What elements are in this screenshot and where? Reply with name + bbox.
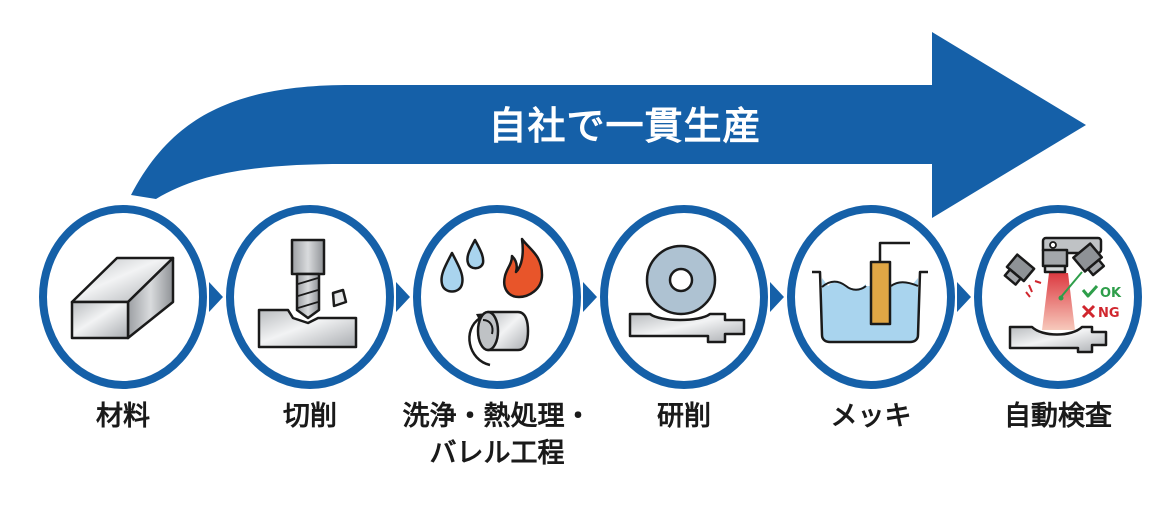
step-label-line1: メッキ [830,401,912,432]
process-flow-arrow [131,32,1086,218]
step-label-material: 材料 [23,398,223,435]
grinding-wheel-icon [628,244,746,344]
barrel-icon [476,310,530,352]
step-label-line1: 研削 [657,401,711,432]
flame-icon [503,237,544,299]
banner-title: 自社で一貫生産 [488,104,762,148]
step-label-grinding: 研削 [584,398,784,435]
step-label-line1: 自動検査 [1004,401,1112,432]
ng-label: NG [1098,306,1120,321]
step-label-inspection: 自動検査 [958,398,1158,435]
wash-heat-barrel-icon [440,237,544,367]
connector-arrow-icon [209,282,223,312]
connector-arrow-icon [957,282,971,312]
sensor-camera-icon [1003,253,1036,286]
step-label-line2: バレル工程 [429,438,565,469]
step-label-plating: メッキ [771,398,971,435]
step-circle-wash-heat-barrel [413,205,581,389]
camera-icon [1072,242,1106,277]
step-label-wash-heat-barrel: 洗浄・熱処理・ バレル工程 [397,398,597,472]
step-label-line1: 洗浄・熱処理・ [402,401,592,432]
step-circle-grinding [600,205,768,389]
step-circle-plating [787,205,955,389]
laser-beam [1042,273,1075,330]
connector-arrow-icon [396,282,410,312]
cross-icon [1081,304,1096,319]
step-label-line1: 切削 [283,401,337,432]
step-circle-material [39,205,207,389]
connector-arrow-icon [583,282,597,312]
step-circles [39,205,1142,389]
connector-arrows [209,282,971,312]
step-circle-cutting [226,205,394,389]
ok-label: OK [1100,286,1122,301]
step-circle-inspection [974,205,1142,389]
connector-arrow-icon [770,282,784,312]
end-mill-cutting-icon [257,238,358,349]
automatic-inspection-icon [1003,236,1108,354]
metal-block-icon [70,256,175,340]
rotate-arrow-icon [468,316,491,367]
water-drop-icon [440,238,485,293]
check-icon [1081,284,1099,298]
step-label-line1: 材料 [96,401,150,432]
step-label-cutting: 切削 [210,398,410,435]
plating-tank-icon [812,241,928,344]
